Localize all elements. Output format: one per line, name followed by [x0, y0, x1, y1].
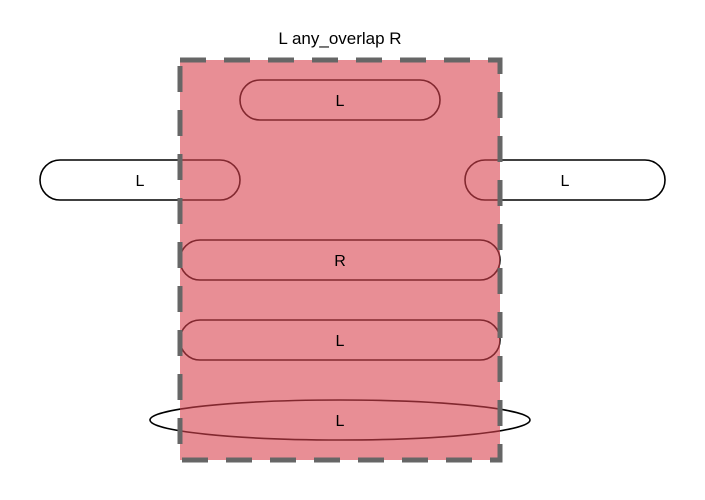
pill-label-3: L: [561, 173, 570, 190]
region-fill: [180, 60, 500, 460]
region-dashed-border: [177, 57, 503, 463]
pill-label-5: L: [336, 333, 345, 350]
pill-label-4: R: [334, 253, 346, 270]
labels-layer: L L L R L L: [136, 93, 570, 430]
diagram-title: L any_overlap R: [278, 29, 401, 48]
pill-label-6: L: [336, 413, 345, 430]
pill-label-1: L: [336, 93, 345, 110]
pill-label-2: L: [136, 173, 145, 190]
